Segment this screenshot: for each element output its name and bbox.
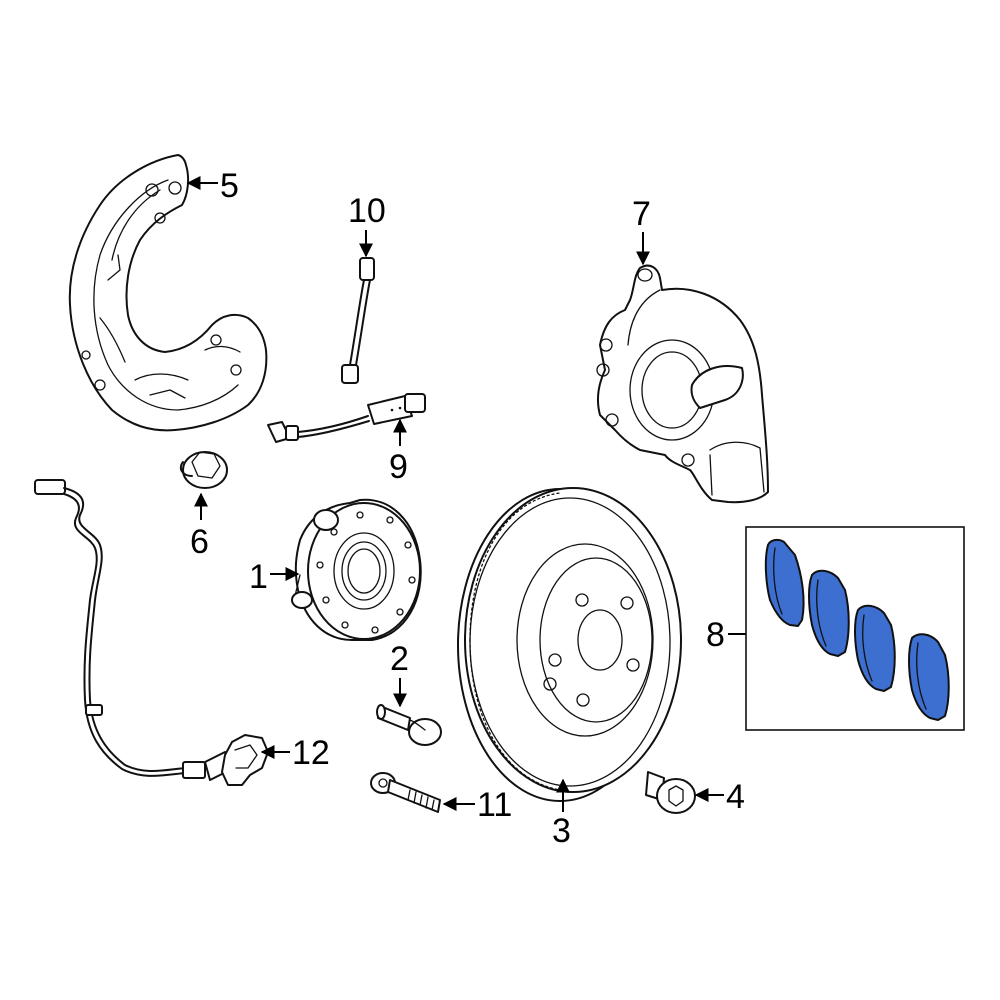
nut-part-6[interactable] [179, 451, 228, 489]
pads-box [745, 526, 965, 731]
callout-8: 8 [706, 616, 725, 654]
brake-pads-part-8[interactable] [745, 526, 965, 731]
bolt-part-11[interactable] [370, 772, 441, 813]
callout-12: 12 [292, 734, 330, 772]
brake-rotor-part-3[interactable] [457, 487, 682, 802]
callout-3: 3 [552, 812, 571, 850]
screw-part-4[interactable] [645, 771, 696, 814]
callout-1: 1 [249, 558, 268, 596]
callout-9: 9 [389, 448, 408, 486]
callout-7: 7 [632, 195, 651, 233]
abs-sensor-part-12[interactable] [34, 479, 269, 786]
wear-sensor-part-9[interactable] [267, 393, 426, 443]
callout-10: 10 [348, 192, 386, 230]
hub-bearing-part-1[interactable] [291, 498, 422, 641]
splash-shield-part[interactable] [68, 154, 268, 432]
callout-arrows [186, 176, 746, 812]
callout-11: 11 [477, 786, 512, 824]
callout-2: 2 [390, 640, 409, 678]
callout-6: 6 [190, 523, 209, 561]
caliper-bracket-part-7[interactable] [596, 264, 769, 504]
bolt-part-2[interactable] [376, 704, 442, 746]
wear-sensor-part-10[interactable] [341, 257, 375, 384]
callout-labels: 5 10 7 9 6 1 2 8 12 11 3 4 [190, 167, 745, 850]
callout-5: 5 [220, 167, 239, 205]
callout-4: 4 [726, 778, 745, 816]
